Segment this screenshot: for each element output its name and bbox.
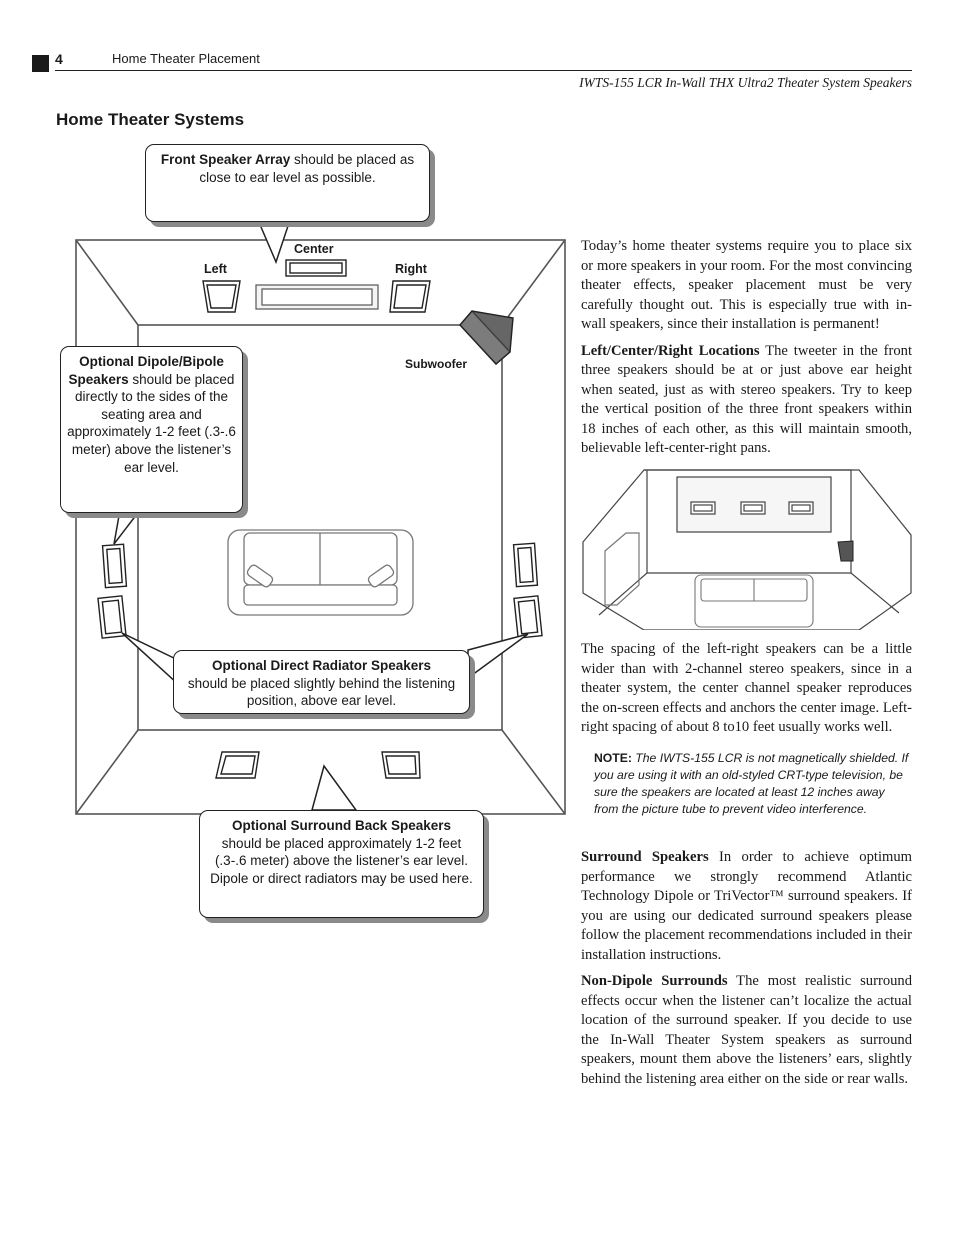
room-inner-wall	[137, 324, 503, 731]
left-dipole-speaker-icon	[101, 543, 128, 589]
note-body: The IWTS-155 LCR is not magnetically shi…	[594, 751, 909, 816]
non-dipole-paragraph: Non-Dipole Surrounds The most realistic …	[581, 972, 912, 1089]
note-label: NOTE:	[594, 751, 632, 765]
dipole-callout: Optional Dipole/Bipole Speakers should b…	[60, 346, 243, 513]
lcr-body: The tweeter in the front three speakers …	[581, 342, 912, 457]
dipole-callout-title: Optional Dipole/Bipole Speakers	[68, 354, 224, 387]
left-label: Left	[204, 262, 227, 276]
dipole-callout-text: should be placed directly to the sides o…	[67, 371, 236, 475]
surround-heading: Surround Speakers	[581, 849, 709, 865]
sofa-icon	[227, 529, 414, 616]
spacing-text-block: The spacing of the left-right speakers c…	[581, 640, 912, 745]
subwoofer-label: Subwoofer	[405, 357, 467, 371]
left-speaker-icon	[202, 280, 241, 313]
non-dipole-heading: Non-Dipole Surrounds	[581, 973, 728, 989]
right-label: Right	[395, 262, 427, 276]
subwoofer-icon	[459, 309, 514, 365]
intro-paragraph: Today’s home theater systems require you…	[581, 238, 912, 332]
surround-text-block: Surround Speakers In order to achieve op…	[581, 848, 912, 1096]
product-name: IWTS-155 LCR In-Wall THX Ultra2 Theater …	[579, 75, 912, 90]
left-direct-speaker-icon	[97, 595, 127, 639]
surround-paragraph: Surround Speakers In order to achieve op…	[581, 848, 912, 965]
surround-body: In order to achieve optimum performance …	[581, 849, 912, 963]
surround-back-callout: Optional Surround Back Speakers should be…	[199, 810, 484, 918]
section-name: Home Theater Placement	[112, 51, 260, 66]
direct-radiator-callout-title: Optional Direct Radiator Speakers	[211, 658, 432, 673]
lcr-heading: Left/Center/Right Locations	[581, 342, 760, 359]
right-dipole-speaker-icon	[512, 542, 539, 588]
intro-text-block: Today’s home theater systems require you…	[581, 237, 912, 466]
front-array-callout-text: should be placed as close to ear level a…	[199, 152, 415, 185]
center-speaker-icon	[285, 259, 347, 277]
right-speaker-icon	[389, 280, 431, 313]
callout-tails	[113, 219, 529, 811]
spacing-paragraph: The spacing of the left-right speakers c…	[581, 641, 912, 735]
room-perspective-illustration	[582, 469, 912, 630]
note-block: NOTE: The IWTS-155 LCR is not magnetical…	[594, 750, 912, 818]
surround-back-callout-title: Optional Surround Back Speakers	[231, 818, 452, 833]
direct-radiator-callout-text: should be placed slightly behind the lis…	[187, 675, 456, 709]
screen-icon	[255, 284, 379, 310]
page-number: 4	[55, 51, 63, 67]
non-dipole-body: The most realistic surround effects occu…	[581, 973, 913, 1087]
lcr-paragraph: Left/Center/Right Locations The tweeter …	[581, 342, 912, 459]
right-direct-speaker-icon	[513, 595, 543, 639]
rear-left-speaker-icon	[215, 751, 260, 779]
front-array-callout: Front Speaker Array should be placed as …	[145, 144, 430, 222]
direct-radiator-callout: Optional Direct Radiator Speakers should …	[173, 650, 470, 714]
page-title: Home Theater Systems	[56, 110, 245, 129]
front-array-callout-title: Front Speaker Array	[160, 152, 291, 167]
page-marker	[32, 55, 49, 72]
center-label: Center	[294, 242, 334, 256]
room-drawing	[75, 219, 566, 815]
surround-back-callout-text: should be placed approximately 1-2 feet …	[210, 835, 473, 886]
header-rule	[55, 70, 912, 71]
rear-right-speaker-icon	[381, 751, 421, 779]
